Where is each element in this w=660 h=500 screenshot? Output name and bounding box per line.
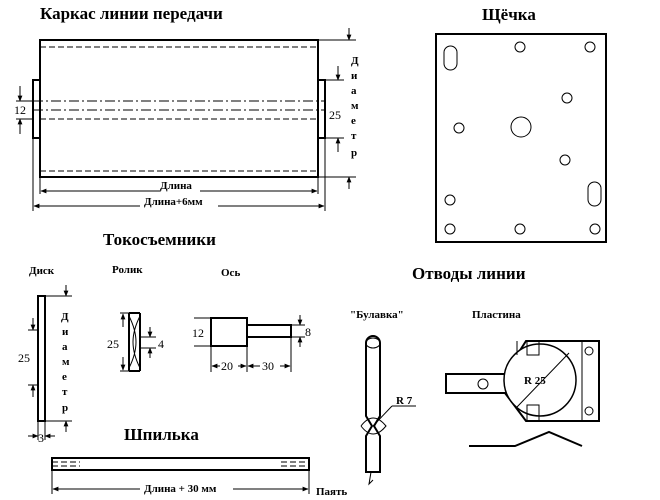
collectors-title: Токосъемники [103,230,216,249]
svg-text:е: е [62,371,67,383]
svg-text:т: т [351,130,357,142]
svg-text:р: р [62,402,68,414]
svg-text:и: и [351,70,358,82]
axle-drawing: 12 8 20 30 [192,315,311,373]
axle-subtitle: Ось [221,267,240,279]
svg-text:т: т [62,386,68,398]
roller-subtitle: Ролик [112,264,143,276]
plate-dim-r25: R 25 [524,375,546,387]
cheek-drawing [435,33,607,243]
svg-text:р: р [351,147,357,159]
svg-text:е: е [351,115,356,127]
plate-drawing: R 25 [445,340,600,447]
axle-dim-8: 8 [305,325,311,339]
pin-drawing: Длина + 30 мм Паять [51,457,347,498]
frame-dim-12: 12 [14,103,26,117]
svg-text:Д: Д [351,55,359,67]
bulavka-subtitle: "Булавка" [350,309,404,321]
roller-dim-4: 4 [158,337,164,351]
pin-solder-label: Паять [316,486,347,498]
svg-text:а: а [62,341,68,353]
svg-text:и: и [62,326,69,338]
taps-title: Отводы линии [412,264,526,283]
disk-dim-3: 3 [38,431,44,445]
axle-dim-20: 20 [221,359,233,373]
roller-drawing: 25 4 [107,312,164,372]
plate-subtitle: Пластина [472,309,521,321]
frame-length6-label: Длина+6мм [144,196,203,208]
pin-length-label: Длина + 30 мм [144,483,217,495]
frame-title: Каркас линии передачи [40,4,223,23]
frame-length-label: Длина [160,180,192,192]
disk-diameter-label: Д и а м е т р [61,311,70,414]
cheek-title: Щёчка [482,5,536,24]
disk-dim-25: 25 [18,351,30,365]
svg-text:м: м [62,356,70,368]
axle-dim-30: 30 [262,359,274,373]
roller-dim-25: 25 [107,337,119,351]
pin-title: Шпилька [124,425,199,444]
svg-text:а: а [351,85,357,97]
frame-dim-25: 25 [329,108,341,122]
bulavka-drawing: R 7 [360,335,416,486]
svg-text:м: м [351,100,359,112]
disk-drawing: 25 3 Д и а м е т р [18,285,72,445]
axle-dim-12: 12 [192,326,204,340]
frame-drawing: 12 25 Д и а м е т р Длина Длина+6мм [14,28,359,211]
frame-diameter-label: Д и а м е т р [351,55,359,159]
svg-text:Д: Д [61,311,69,323]
disk-subtitle: Диск [29,265,55,277]
bulavka-dim-r7: R 7 [396,395,413,407]
